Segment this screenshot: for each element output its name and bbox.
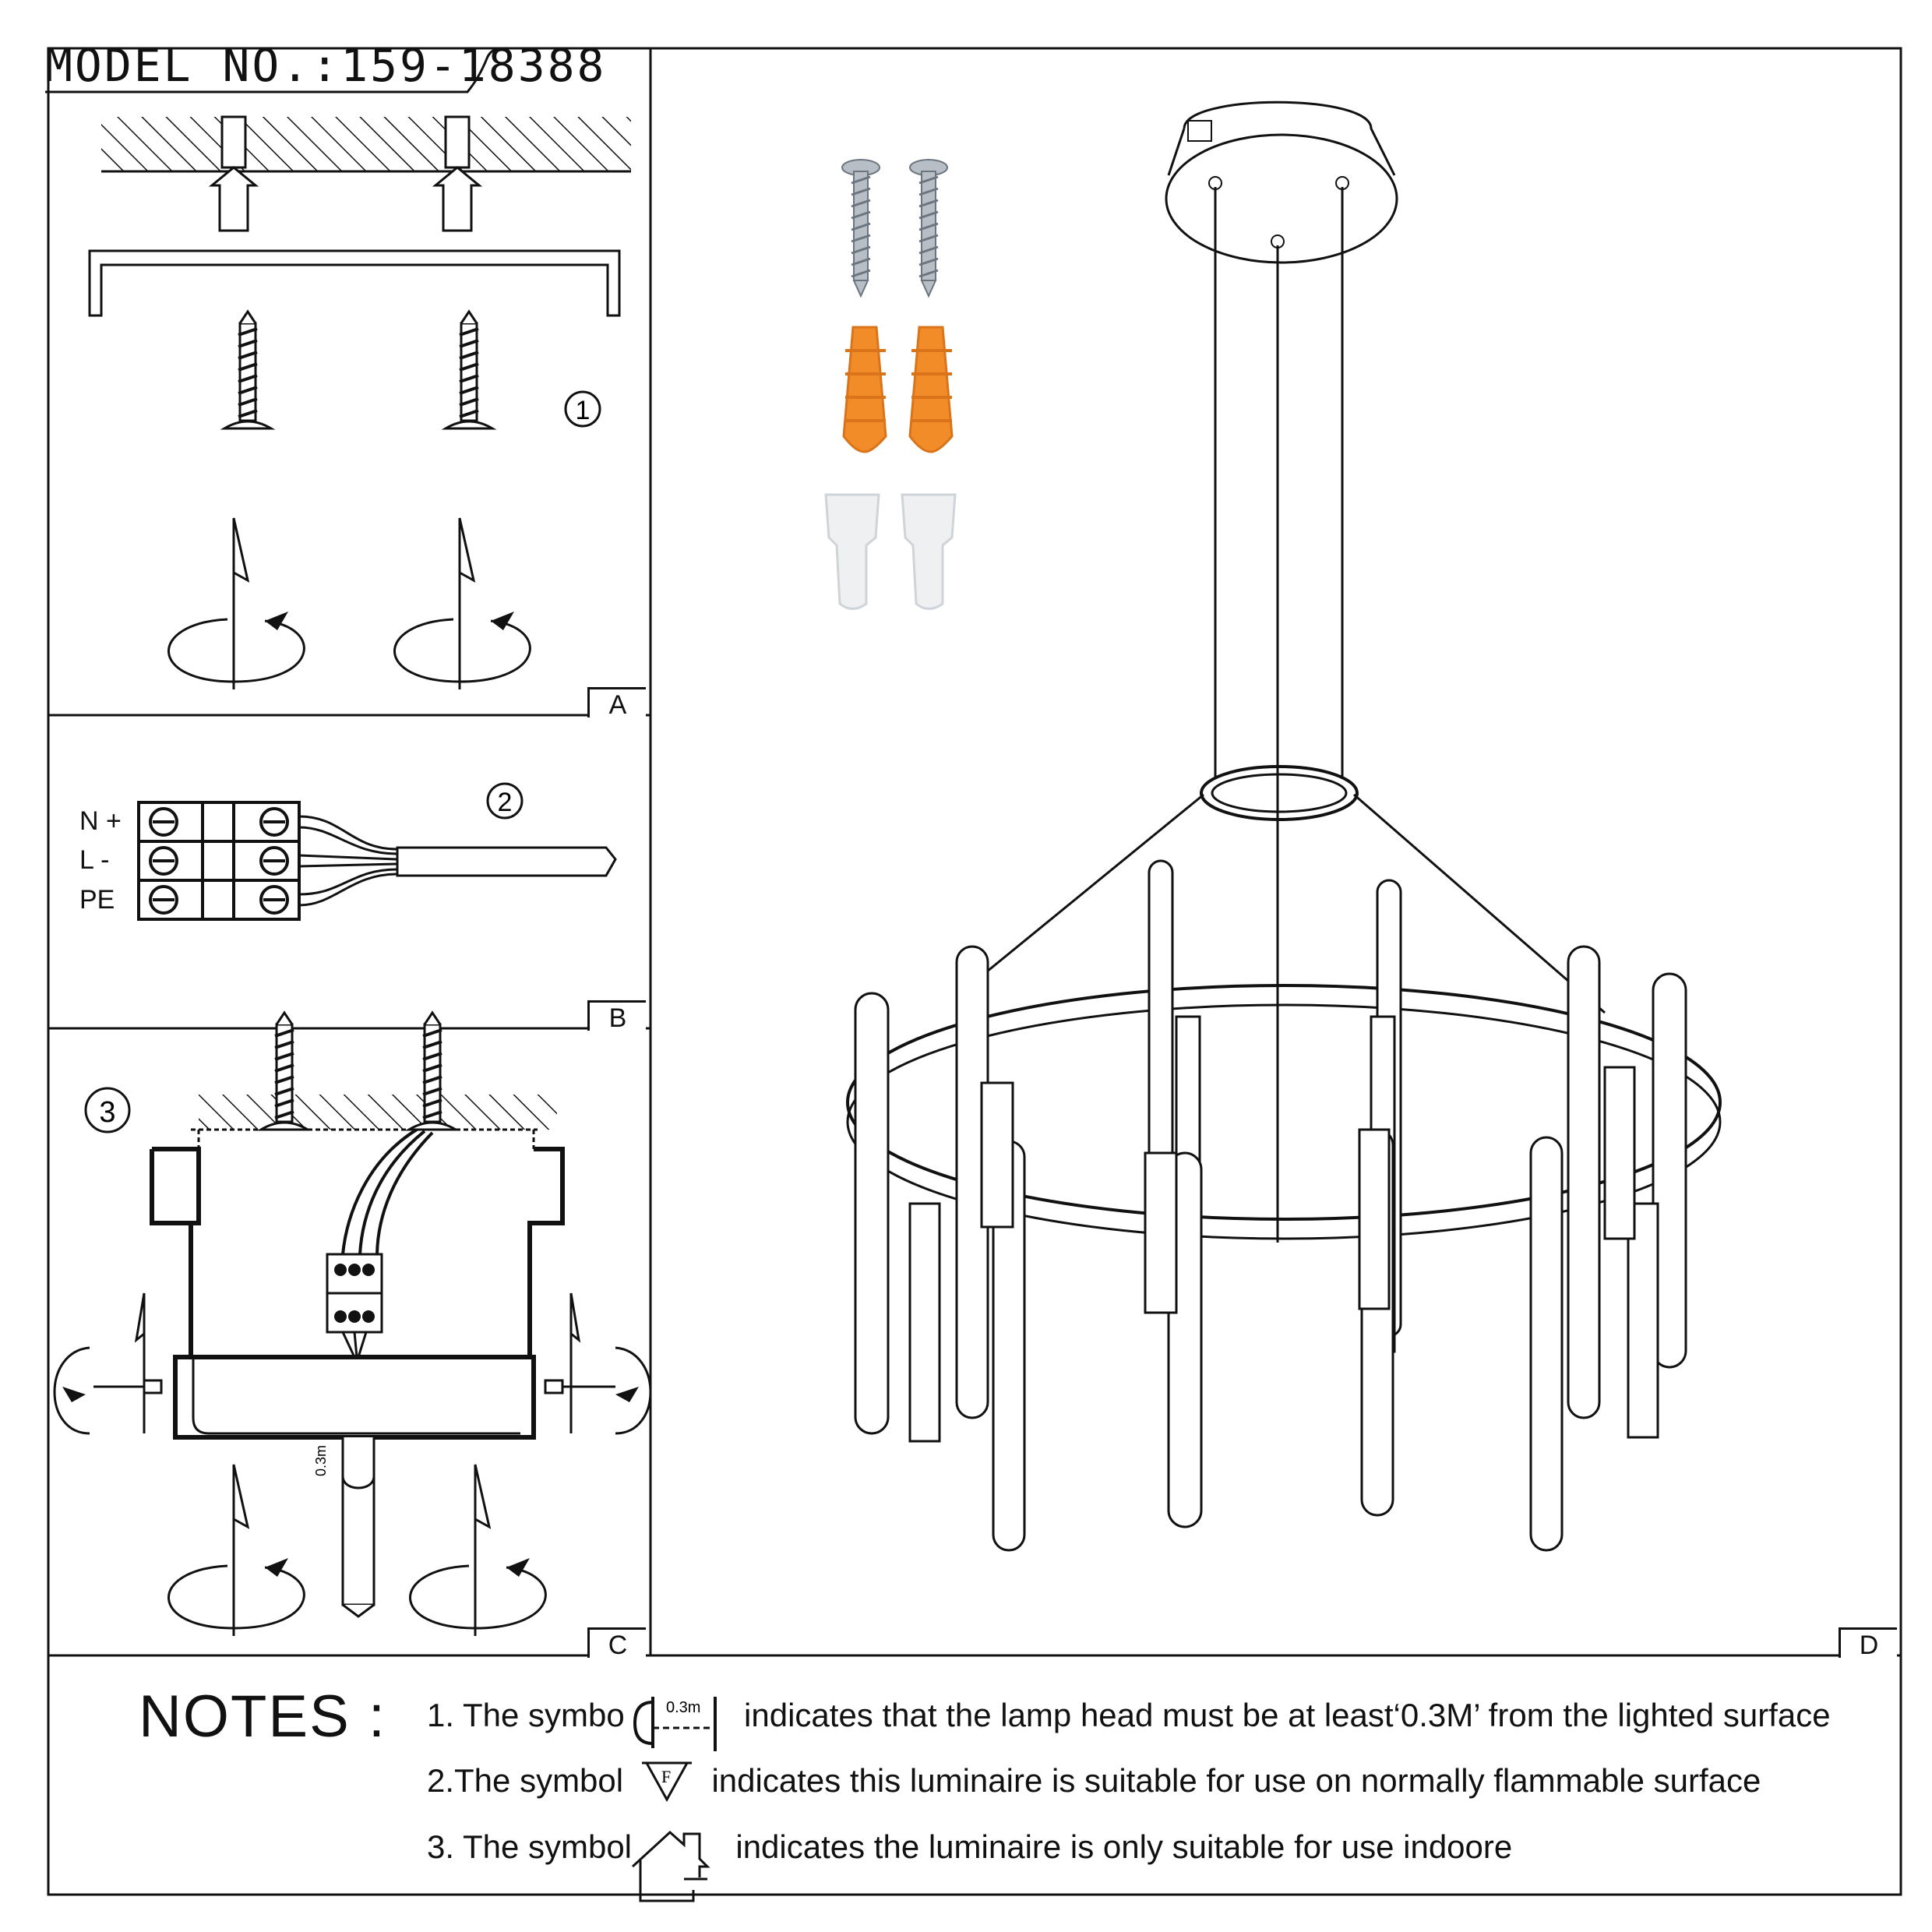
panel-c: 0.3m 3 <box>53 1011 652 1638</box>
note-3: 3. The symbol indicates the luminaire is… <box>427 1828 1512 1866</box>
mounting-bracket <box>88 249 621 317</box>
note-2-prefix: 2.The symbol <box>427 1762 624 1799</box>
rod-mark: 0.3m <box>313 1445 329 1476</box>
indoor-house-icon <box>631 1830 710 1902</box>
step-1-number: 1 <box>576 396 591 425</box>
distance-symbol-icon: 0.3m <box>633 1697 717 1751</box>
note-3-prefix: 3. The symbol <box>427 1828 633 1865</box>
note-1-prefix: 1. The symbo <box>427 1697 625 1733</box>
panel-d <box>824 100 1722 1552</box>
power-cable <box>396 846 617 877</box>
note-2: 2.The symbol indicates this luminaire is… <box>427 1762 1761 1800</box>
rotation-arrow-icon <box>53 1292 652 1435</box>
panel-label-c: C <box>587 1627 646 1660</box>
panel-a: 1 <box>88 115 631 691</box>
terminal-block-icon <box>137 801 301 921</box>
panel-label-d: D <box>1839 1627 1897 1660</box>
screw-icon <box>223 310 494 430</box>
rotation-arrow-icon <box>167 516 531 691</box>
notes-title: NOTES : <box>139 1683 387 1750</box>
note-1-text: indicates that the lamp head must be at … <box>744 1697 1831 1733</box>
panel-label-a: A <box>587 687 646 720</box>
note-1: 1. The symbo indicates that the lamp hea… <box>427 1697 1831 1734</box>
terminal-label-pe: PE <box>79 885 115 915</box>
terminal-label-n: N + <box>79 806 122 836</box>
flammable-symbol-text: F <box>661 1767 671 1786</box>
panel-label-b: B <box>587 1000 646 1033</box>
wire-connector-icon <box>824 493 957 610</box>
terminal-label-l: L - <box>79 845 110 875</box>
note-2-text: indicates this luminaire is suitable for… <box>711 1762 1761 1799</box>
step-2-number: 2 <box>498 788 513 817</box>
screw-icon <box>841 159 948 298</box>
panel-b: 2 <box>137 782 617 921</box>
chandelier-rods <box>854 859 1687 1552</box>
outer-frame <box>47 47 1902 1896</box>
step-3-number: 3 <box>99 1096 115 1129</box>
wall-anchor-icon <box>208 115 483 232</box>
distance-symbol-text: 0.3m <box>666 1699 700 1716</box>
ceiling-canopy <box>1165 100 1398 264</box>
wall-anchor-icon <box>842 326 954 453</box>
flammable-surface-icon: F <box>642 1761 692 1803</box>
note-3-text: indicates the luminaire is only suitable… <box>735 1828 1513 1865</box>
terminal-block-icon <box>326 1253 383 1334</box>
model-tag-line <box>45 47 1901 93</box>
